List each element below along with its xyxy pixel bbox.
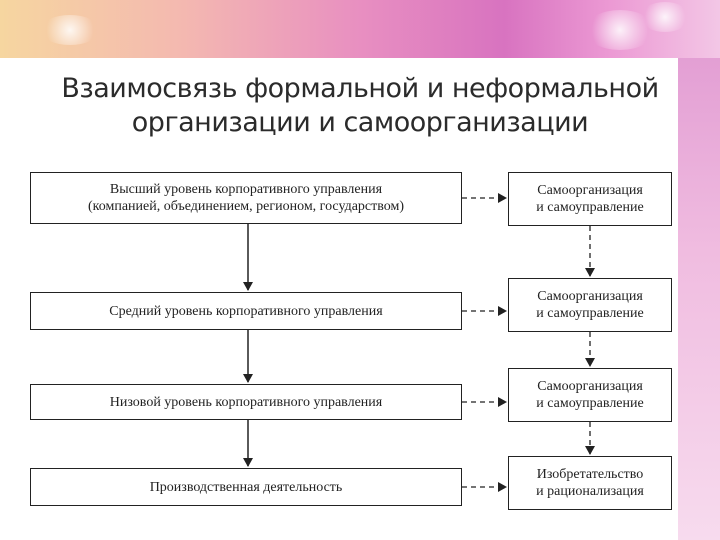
box-top-level-management: Высший уровень корпоративного управления… [30, 172, 462, 224]
sparkle-decoration [640, 2, 690, 32]
box-label: Производственная деятельность [149, 479, 343, 495]
box-label: Средний уровень корпоративного управлени… [109, 303, 383, 319]
box-invention-rationalization: Изобретательство и рационализация [508, 456, 672, 510]
box-self-organization-1: Самоорганизация и самоуправление [508, 172, 672, 226]
box-label: и самоуправление [536, 200, 644, 215]
box-middle-level-management: Средний уровень корпоративного управлени… [30, 292, 462, 330]
box-label: (компанией, объединением, регионом, госу… [87, 199, 405, 214]
decorative-side-band [678, 58, 720, 540]
box-label: Самоорганизация [537, 289, 643, 304]
sparkle-decoration [40, 15, 100, 45]
box-label: Самоорганизация [537, 379, 643, 394]
box-label: Низовой уровень корпоративного управлени… [109, 394, 383, 410]
box-label: и самоуправление [536, 396, 644, 411]
box-label: Самоорганизация [537, 183, 643, 198]
box-production-activity: Производственная деятельность [30, 468, 462, 506]
decorative-header-band [0, 0, 720, 58]
box-label: и рационализация [536, 484, 644, 499]
box-label: Высший уровень корпоративного управления [109, 182, 383, 197]
slide-title-line1: Взаимосвязь формальной и неформальной [61, 73, 659, 104]
slide-title-line2: организации и самоорганизации [131, 107, 589, 138]
slide-title: Взаимосвязь формальной и неформальной ор… [0, 72, 720, 140]
box-self-organization-2: Самоорганизация и самоуправление [508, 278, 672, 332]
box-lower-level-management: Низовой уровень корпоративного управлени… [30, 384, 462, 420]
box-label: и самоуправление [536, 306, 644, 321]
box-label: Изобретательство [536, 467, 644, 482]
box-self-organization-3: Самоорганизация и самоуправление [508, 368, 672, 422]
